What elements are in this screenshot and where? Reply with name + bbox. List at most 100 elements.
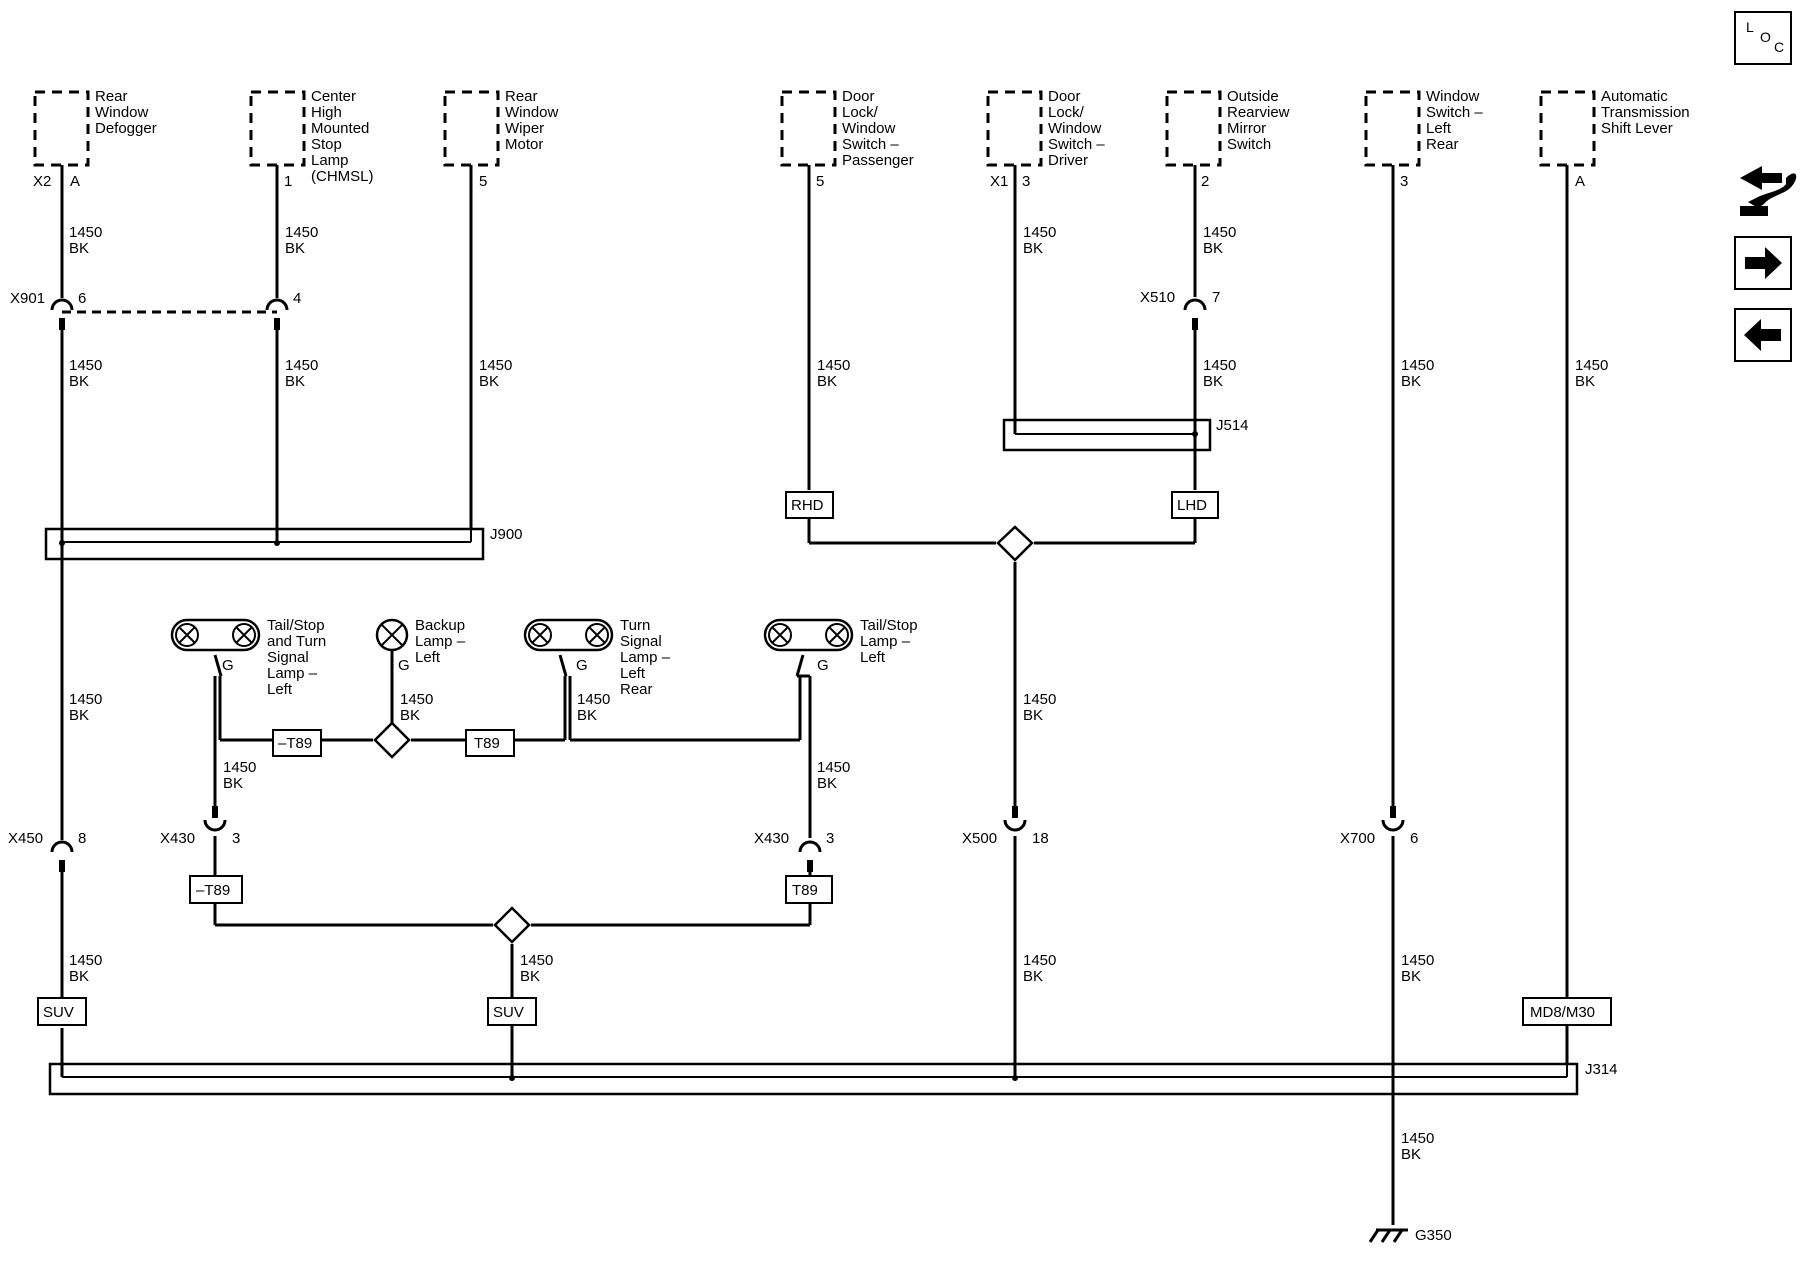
svg-text:Left: Left (415, 649, 441, 666)
svg-text:Tail/Stop: Tail/Stop (267, 617, 325, 634)
svg-text:1450: 1450 (285, 357, 318, 374)
svg-text:5: 5 (479, 173, 487, 190)
svg-text:X1: X1 (990, 173, 1008, 190)
svg-text:G: G (576, 657, 588, 674)
svg-text:Switch –: Switch – (842, 136, 899, 153)
svg-text:1450: 1450 (285, 224, 318, 241)
component-door-lock-window-switch-driver: Door Lock/ Window Switch – Driver X1 3 (986, 88, 1105, 190)
svg-text:High: High (311, 104, 342, 121)
svg-text:G: G (398, 657, 410, 674)
component-automatic-transmission-shift-lever: Automatic Transmission Shift Lever A (1539, 88, 1690, 190)
svg-text:X901: X901 (10, 290, 45, 307)
svg-text:G350: G350 (1415, 1227, 1452, 1244)
svg-text:4: 4 (293, 290, 301, 307)
svg-text:Tail/Stop: Tail/Stop (860, 617, 918, 634)
connector-x430-right: X430 3 (754, 830, 834, 872)
svg-text:BK: BK (520, 968, 540, 985)
svg-text:–T89: –T89 (196, 882, 230, 899)
svg-text:SUV: SUV (43, 1004, 74, 1021)
svg-text:1450: 1450 (400, 691, 433, 708)
svg-text:Switch –: Switch – (1048, 136, 1105, 153)
svg-text:Lamp –: Lamp – (620, 649, 671, 666)
svg-text:7: 7 (1212, 289, 1220, 306)
svg-text:A: A (1575, 173, 1585, 190)
svg-text:BK: BK (817, 775, 837, 792)
svg-text:1450: 1450 (69, 357, 102, 374)
svg-text:Door: Door (1048, 88, 1081, 105)
svg-text:Window: Window (95, 104, 149, 121)
svg-text:T89: T89 (474, 735, 500, 752)
connector-x430-left: X430 3 (160, 806, 240, 847)
lamp-tail-stop-turn-left: Tail/Stop and Turn Signal Lamp – Left G (170, 617, 326, 698)
option-neg-t89-lower: –T89 (189, 875, 243, 904)
svg-text:1450: 1450 (1575, 357, 1608, 374)
connector-x700: X700 6 (1340, 806, 1418, 847)
lamp-backup-left: Backup Lamp – Left G (375, 617, 466, 674)
svg-text:BK: BK (400, 707, 420, 724)
svg-text:BK: BK (479, 373, 499, 390)
svg-text:Lock/: Lock/ (842, 104, 879, 121)
option-md8-m30: MD8/M30 (1522, 997, 1612, 1026)
svg-text:Mirror: Mirror (1227, 120, 1266, 137)
svg-text:Signal: Signal (267, 649, 309, 666)
next-arrow-icon[interactable] (1734, 236, 1792, 290)
svg-text:X500: X500 (962, 830, 997, 847)
svg-text:BK: BK (69, 707, 89, 724)
previous-arrow-icon[interactable] (1734, 308, 1792, 362)
svg-text:BK: BK (577, 707, 597, 724)
svg-text:1450: 1450 (1401, 1130, 1434, 1147)
svg-text:Left: Left (860, 649, 886, 666)
svg-text:X700: X700 (1340, 830, 1375, 847)
svg-text:Rear: Rear (95, 88, 128, 105)
svg-text:BK: BK (1023, 240, 1043, 257)
svg-text:Turn: Turn (620, 617, 650, 634)
svg-text:X510: X510 (1140, 289, 1175, 306)
svg-text:Rearview: Rearview (1227, 104, 1290, 121)
svg-text:1450: 1450 (1023, 224, 1056, 241)
svg-text:1: 1 (284, 173, 292, 190)
svg-text:Passenger: Passenger (842, 152, 914, 169)
svg-text:18: 18 (1032, 830, 1049, 847)
svg-text:T89: T89 (792, 882, 818, 899)
svg-text:1450: 1450 (577, 691, 610, 708)
svg-text:BK: BK (1575, 373, 1595, 390)
svg-text:L: L (1746, 19, 1754, 35)
loc-icon[interactable]: L O C (1734, 11, 1792, 65)
svg-text:BK: BK (69, 968, 89, 985)
svg-text:Switch: Switch (1227, 136, 1271, 153)
splice-j314: J314 (48, 1061, 1618, 1096)
svg-text:Left: Left (267, 681, 293, 698)
lamp-turn-signal-left-rear: Turn Signal Lamp – Left Rear G (523, 617, 671, 698)
svg-text:X2: X2 (33, 173, 51, 190)
svg-text:and Turn: and Turn (267, 633, 326, 650)
swap-icon[interactable] (1740, 166, 1797, 216)
svg-text:Lamp –: Lamp – (860, 633, 911, 650)
svg-text:1450: 1450 (817, 759, 850, 776)
svg-text:Lock/: Lock/ (1048, 104, 1085, 121)
svg-text:BK: BK (285, 373, 305, 390)
svg-text:3: 3 (826, 830, 834, 847)
svg-text:Left: Left (620, 665, 646, 682)
svg-text:BK: BK (817, 373, 837, 390)
svg-text:Rear: Rear (620, 681, 653, 698)
svg-text:J314: J314 (1585, 1061, 1618, 1078)
splice-diamond-lower (493, 906, 531, 944)
svg-text:C: C (1774, 39, 1784, 55)
svg-text:Window: Window (842, 120, 896, 137)
component-rear-window-wiper-motor: Rear Window Wiper Motor 5 (443, 88, 559, 190)
option-neg-t89-upper: –T89 (272, 729, 322, 757)
svg-text:Window: Window (1048, 120, 1102, 137)
svg-text:Automatic: Automatic (1601, 88, 1668, 105)
svg-text:BK: BK (1023, 707, 1043, 724)
splice-j900: J900 (44, 526, 523, 561)
svg-text:5: 5 (816, 173, 824, 190)
splice-j514: J514 (1002, 417, 1249, 452)
svg-text:Lamp –: Lamp – (267, 665, 318, 682)
svg-text:3: 3 (1022, 173, 1030, 190)
svg-text:Driver: Driver (1048, 152, 1088, 169)
svg-text:1450: 1450 (69, 691, 102, 708)
component-window-switch-left-rear: Window Switch – Left Rear 3 (1364, 88, 1483, 190)
svg-text:X430: X430 (754, 830, 789, 847)
svg-text:Signal: Signal (620, 633, 662, 650)
svg-text:O: O (1760, 29, 1771, 45)
